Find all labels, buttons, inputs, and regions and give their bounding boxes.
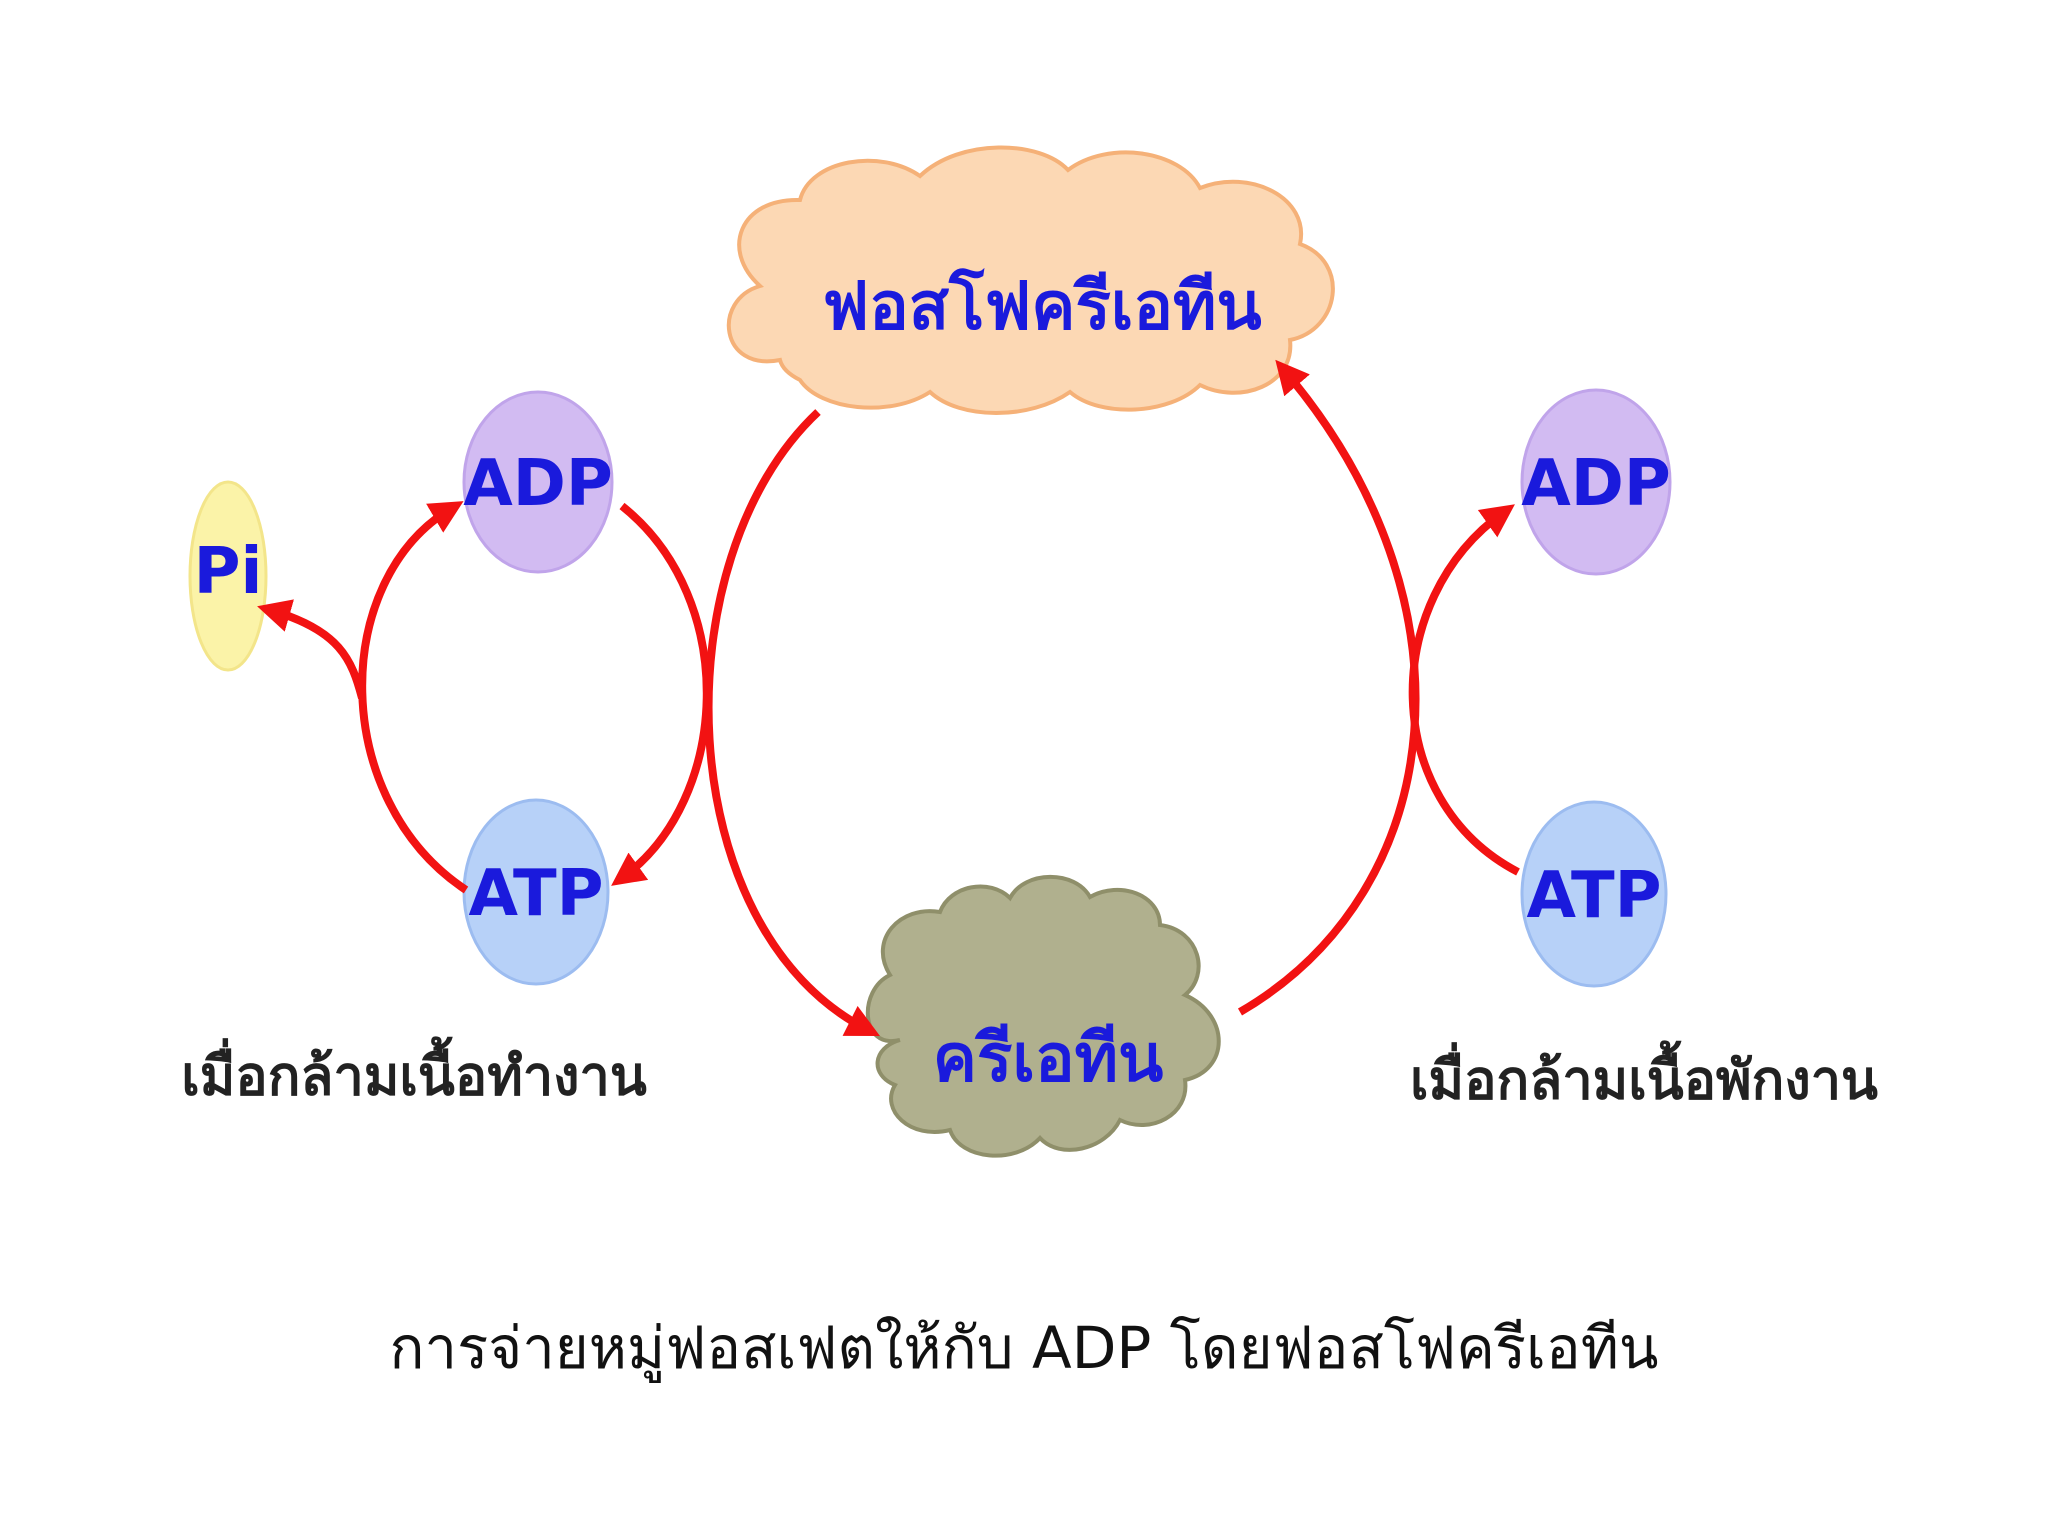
- footer-caption: การจ่ายหมู่ฟอสเฟตให้กับ ADP โดยฟอสโฟครีเ…: [389, 1314, 1658, 1383]
- phosphocreatine-cloud-shape: [726, 145, 1335, 415]
- arrow-phosphocreatine-to-creatine: [704, 409, 880, 1037]
- phosphocreatine-label: ฟอสโฟครีเอทีน: [822, 267, 1261, 345]
- left-cycle: Pi ADP ATP เมื่อกล้ามเนื้อทำงาน: [181, 390, 711, 1108]
- creatine-cloud: ครีเอทีน: [865, 875, 1221, 1158]
- phosphocreatine-cloud: ฟอสโฟครีเอทีน: [726, 145, 1335, 415]
- right-adp-node: [1520, 388, 1672, 576]
- left-adp-node: [462, 390, 614, 574]
- right-atp-node: [1520, 800, 1668, 988]
- left-caption: เมื่อกล้ามเนื้อทำงาน: [181, 1037, 647, 1108]
- right-cycle: ADP ATP เมื่อกล้ามเนื้อพักงาน: [1408, 388, 1878, 1112]
- arrow-creatine-to-phosphocreatine: [1237, 359, 1420, 1016]
- arrow-left-adp-to-atp: [611, 502, 711, 886]
- right-atp-label: ATP: [1526, 859, 1661, 933]
- creatine-cloud-shape: [865, 875, 1221, 1158]
- left-adp-label: ADP: [463, 447, 613, 521]
- pi-label: Pi: [194, 535, 263, 609]
- pi-node: [188, 480, 268, 672]
- arrow-right-atp-to-adp: [1408, 504, 1520, 876]
- arrow-to-pi: [257, 599, 366, 700]
- creatine-label: ครีเอทีน: [933, 1020, 1163, 1097]
- right-adp-label: ADP: [1521, 447, 1671, 521]
- left-atp-label: ATP: [468, 857, 603, 931]
- right-caption: เมื่อกล้ามเนื้อพักงาน: [1410, 1041, 1878, 1112]
- arrow-left-atp-to-adp: [358, 501, 469, 894]
